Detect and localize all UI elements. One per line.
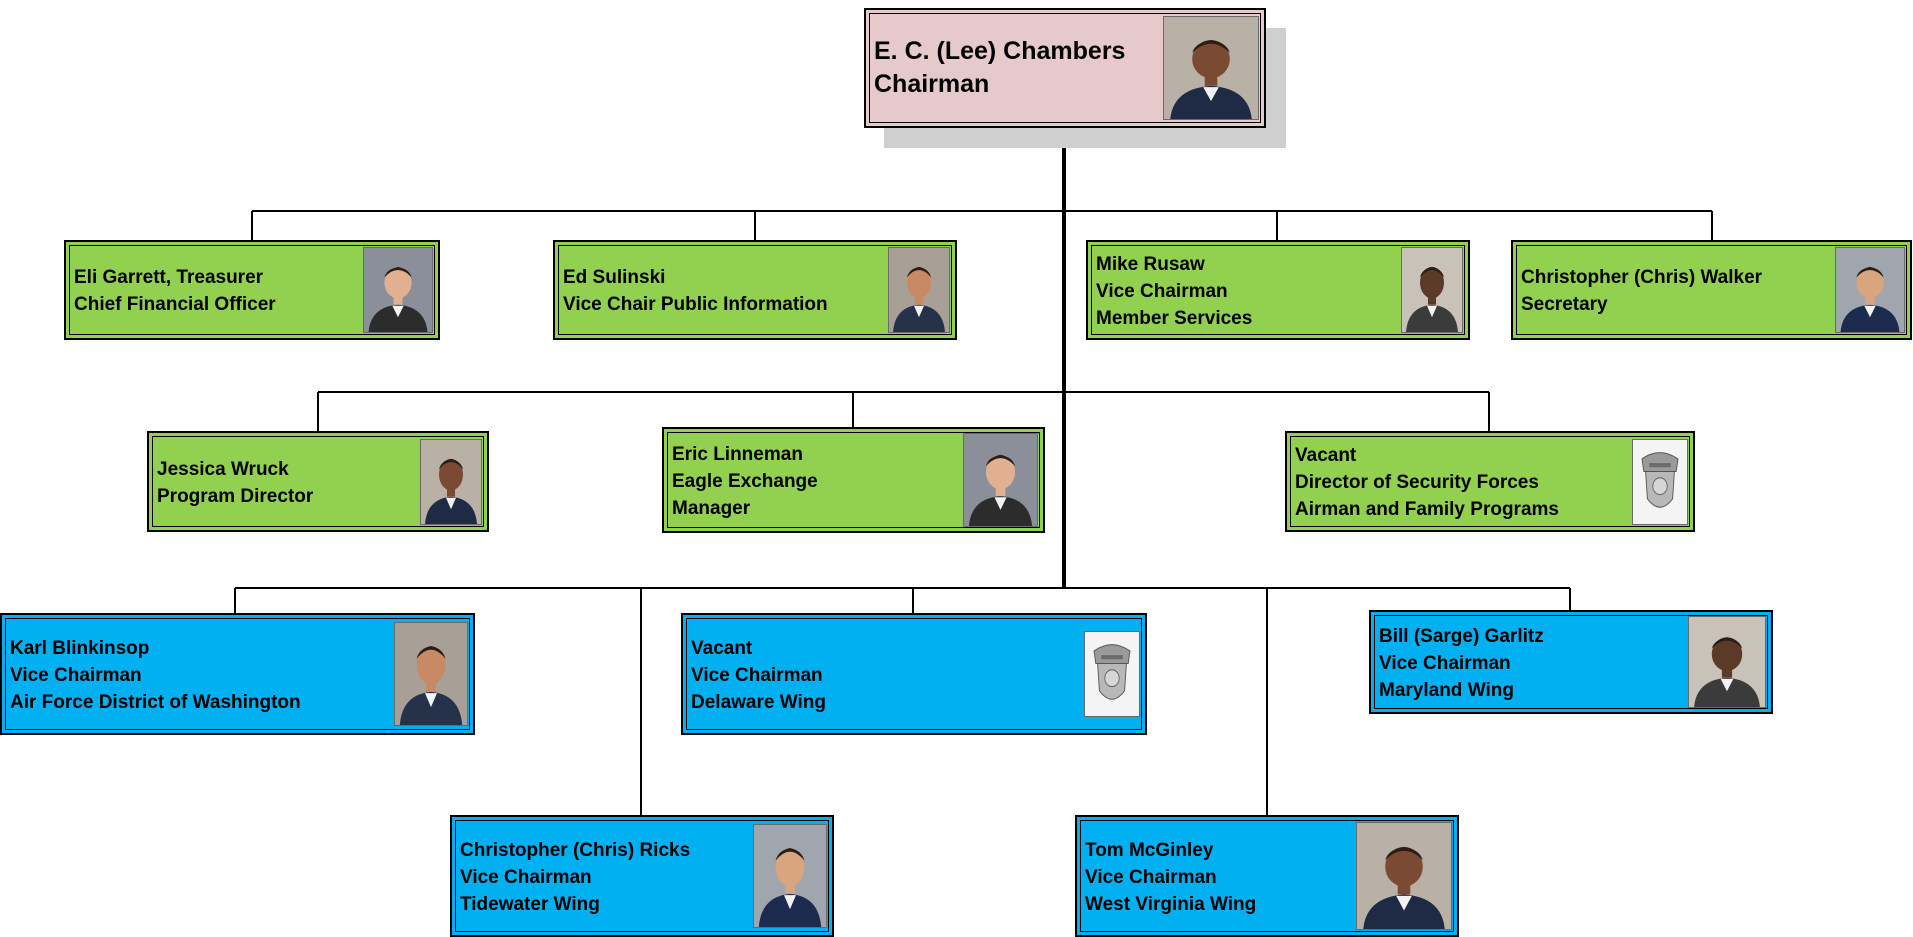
person-name: Mike Rusaw: [1096, 253, 1205, 275]
person-photo: [420, 438, 482, 525]
role-line: Director of Security Forces: [1295, 472, 1539, 493]
person-photo: [394, 622, 468, 726]
role-line: Manager: [672, 497, 751, 519]
role-line: Vice Chairman: [1096, 280, 1228, 302]
role-line: Chief Financial Officer: [74, 294, 276, 315]
role-line: Chairman: [874, 70, 990, 98]
person-photo: [888, 247, 950, 333]
person-name: Eric Linneman: [672, 443, 803, 465]
person-name: Vacant: [691, 637, 753, 659]
person-photo: [1163, 16, 1259, 120]
person-photo: [1401, 247, 1463, 333]
person-name: Tom McGinley: [1085, 839, 1214, 861]
person-photo: [1356, 822, 1452, 930]
role-line: Vice Chairman: [10, 664, 142, 686]
role-line: Member Services: [1096, 307, 1253, 329]
person-name: Christopher (Chris) Walker: [1521, 267, 1763, 288]
person-name: Vacant: [1295, 445, 1357, 466]
person-photo: [363, 247, 433, 333]
role-line: Vice Chair Public Information: [563, 294, 828, 315]
role-line: Air Force District of Washington: [10, 691, 301, 713]
chairman-box: E. C. (Lee) Chambers Chairman: [864, 8, 1266, 128]
person-name: E. C. (Lee) Chambers: [874, 37, 1126, 65]
role-line: Program Director: [157, 485, 314, 507]
role-line: Maryland Wing: [1379, 679, 1514, 701]
role-line: Secretary: [1521, 294, 1608, 315]
person-name: Eli Garrett, Treasurer: [74, 267, 264, 288]
person-photo: [1688, 616, 1766, 708]
role-line: Tidewater Wing: [460, 893, 600, 915]
person-photo: [753, 824, 827, 928]
role-line: Vice Chairman: [1379, 652, 1511, 674]
person-photo: [1835, 247, 1905, 333]
role-line: Vice Chairman: [460, 866, 592, 888]
role-line: West Virginia Wing: [1085, 893, 1257, 915]
person-photo: [963, 433, 1038, 527]
person-name: Jessica Wruck: [157, 458, 289, 480]
role-line: Delaware Wing: [691, 691, 826, 713]
security-forces-badge-icon: [1632, 438, 1688, 525]
role-line: Vice Chairman: [1085, 866, 1217, 888]
chairman-text: E. C. (Lee) Chambers Chairman: [866, 10, 1133, 126]
role-line: Airman and Family Programs: [1295, 499, 1559, 520]
security-forces-badge-icon: [1084, 631, 1140, 717]
role-line: Eagle Exchange: [672, 470, 818, 492]
person-name: Ed Sulinski: [563, 267, 666, 288]
role-line: Vice Chairman: [691, 664, 823, 686]
person-name: Bill (Sarge) Garlitz: [1379, 625, 1544, 647]
person-name: Karl Blinkinsop: [10, 637, 150, 659]
person-name: Christopher (Chris) Ricks: [460, 839, 691, 861]
